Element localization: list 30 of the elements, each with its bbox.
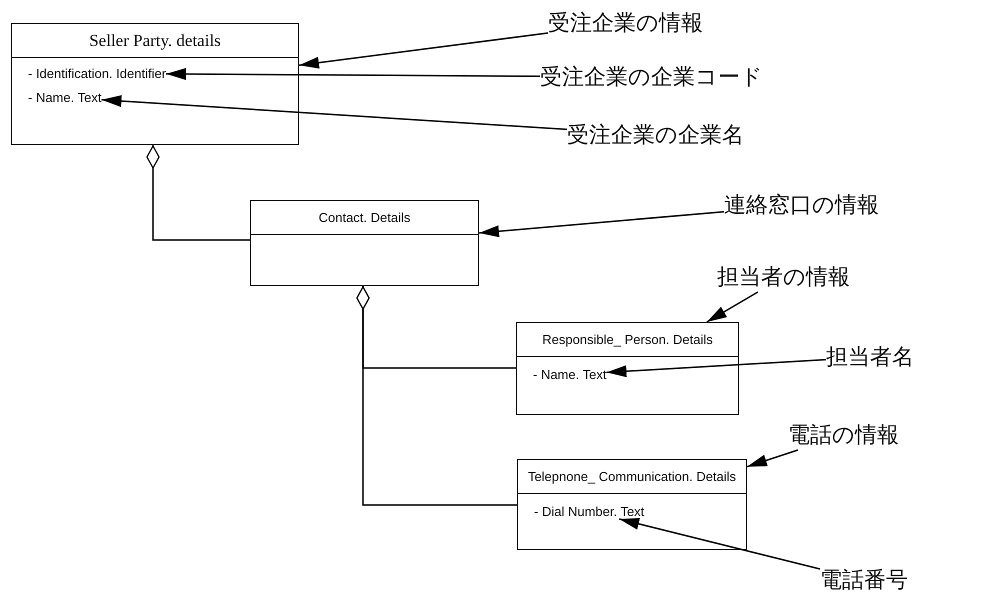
class-box xyxy=(516,322,739,415)
attribute-text: - Name. Text xyxy=(28,90,102,105)
annotation-text: 電話の情報 xyxy=(788,420,899,450)
class-box xyxy=(250,200,479,286)
attribute-text: - Dial Number. Text xyxy=(534,504,644,519)
leader-arrow xyxy=(166,68,540,80)
annotation-text: 担当者名 xyxy=(826,342,914,372)
attribute-text: - Name. Text xyxy=(533,367,606,382)
annotation-text: 担当者の情報 xyxy=(717,262,850,292)
annotation-text: 電話番号 xyxy=(820,565,908,595)
leader-arrow xyxy=(606,358,826,378)
annotation-text: 連絡窓口の情報 xyxy=(724,190,879,220)
leader-arrow xyxy=(619,518,820,570)
annotation-text: 受注企業の企業コード xyxy=(540,62,763,92)
class-box xyxy=(11,23,299,145)
class-box xyxy=(517,459,747,550)
class-name: Contact. Details xyxy=(251,201,478,235)
annotation-text: 受注企業の情報 xyxy=(548,8,703,38)
class-name: Telepnone_ Communication. Details xyxy=(518,460,746,494)
leader-arrow xyxy=(298,32,548,69)
aggregation-line xyxy=(146,145,250,241)
attribute-text: - Identification. Identifier xyxy=(28,66,166,81)
leader-arrow xyxy=(746,449,798,468)
leader-arrow xyxy=(706,291,758,323)
aggregation-line xyxy=(356,286,517,506)
leader-arrow xyxy=(101,95,568,130)
annotation-text: 受注企業の企業名 xyxy=(567,120,744,150)
class-name: Responsible_ Person. Details xyxy=(517,323,738,357)
class-name: Seller Party. details xyxy=(12,24,298,58)
leader-arrow xyxy=(478,210,724,238)
